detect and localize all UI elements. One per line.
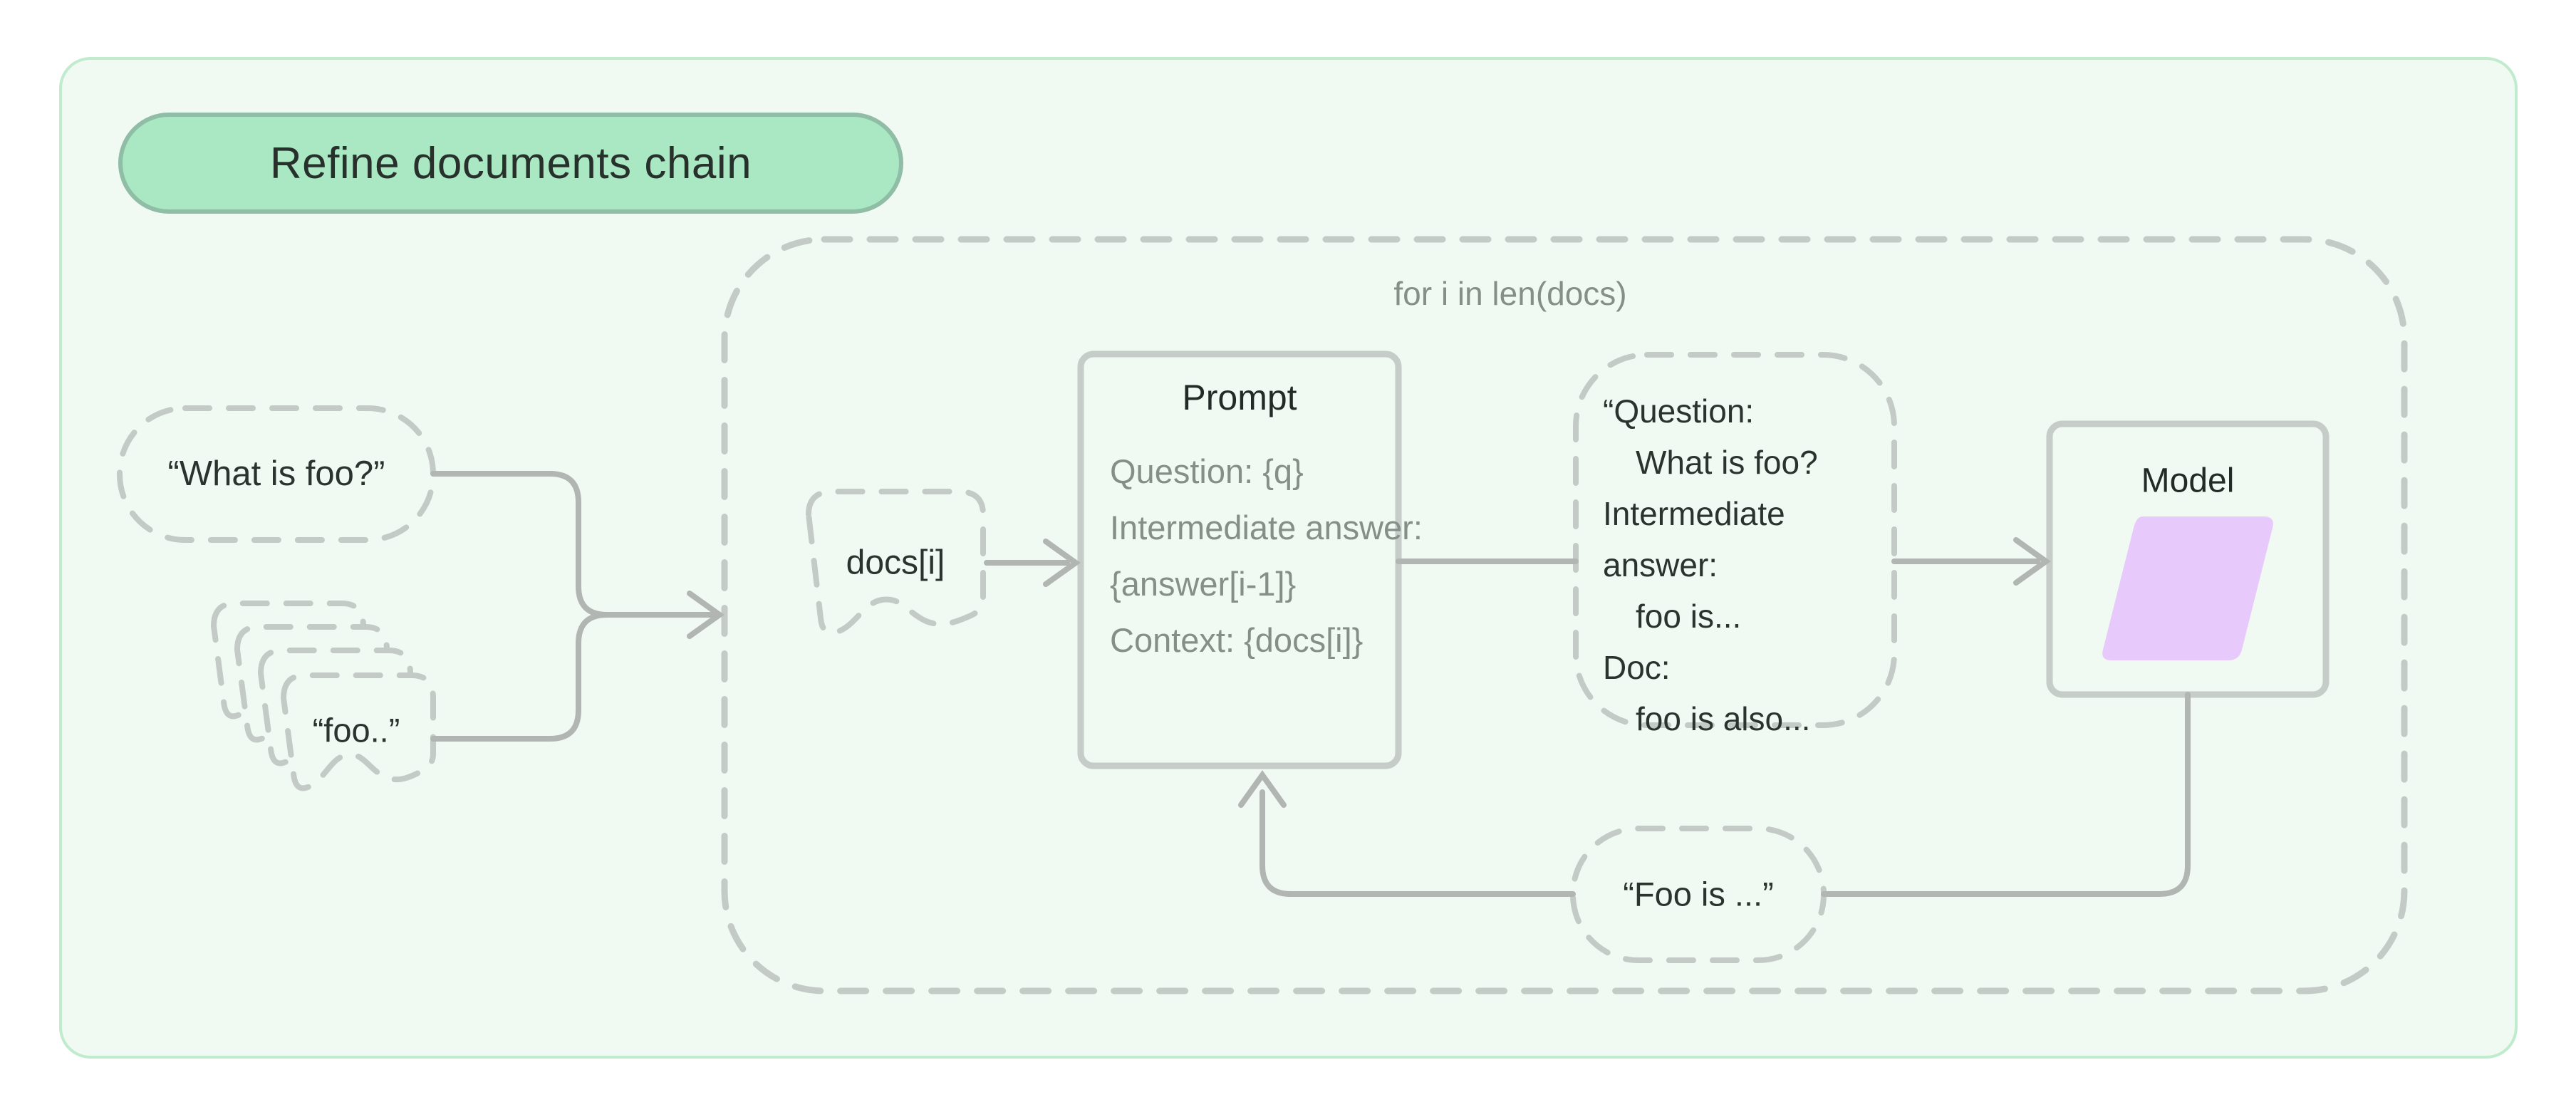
intermediate-output-line: Doc: — [1603, 649, 1671, 686]
arrowhead-into-model — [2013, 537, 2051, 586]
loop-label: for i in len(docs) — [1393, 275, 1627, 312]
arrowhead-into-loop — [687, 591, 724, 639]
intermediate-output-line: Intermediate — [1603, 495, 1785, 532]
connector-model-to-answer — [1821, 692, 2191, 897]
question-pill-label: “What is foo?” — [167, 454, 385, 493]
prompt-line: Intermediate answer: — [1110, 509, 1423, 546]
title-badge-label: Refine documents chain — [269, 138, 752, 188]
prompt-line: Context: {docs[i]} — [1110, 621, 1364, 659]
intermediate-output-outline — [1573, 352, 1897, 728]
prompt-line: Question: {q} — [1110, 452, 1304, 490]
arrowhead-into-prompt — [1043, 539, 1081, 587]
title-badge: Refine documents chain — [118, 113, 903, 214]
intermediate-output-text: “Question: What is foo? Intermediate ans… — [1603, 385, 1818, 744]
refined-answer-label: “Foo is ...” — [1623, 875, 1774, 913]
prompt-line: {answer[i-1]} — [1110, 565, 1297, 603]
intermediate-output-line: “Question: — [1603, 393, 1755, 430]
intermediate-output-line: answer: — [1603, 546, 1718, 583]
intermediate-output-line: What is foo? — [1636, 444, 1818, 481]
connector-docs-to-merge — [430, 612, 610, 742]
prompt-title: Prompt — [1182, 378, 1297, 417]
docs-stack-front-outline — [281, 672, 436, 791]
connector-answer-to-prompt-loop — [1260, 789, 1576, 897]
doc-item-outline — [806, 489, 986, 636]
intermediate-output-line: foo is... — [1636, 598, 1742, 635]
model-parallelogram — [2102, 516, 2273, 660]
intermediate-output-line: foo is also... — [1636, 700, 1811, 737]
arrowhead-loop-into-prompt — [1238, 770, 1287, 808]
doc-item-label: docs[i] — [846, 544, 945, 582]
model-label: Model — [2141, 462, 2235, 500]
docs-stack-label: “foo..” — [312, 711, 400, 749]
prompt-body: Question: {q} Intermediate answer: {answ… — [1110, 443, 1423, 668]
connector-question-to-merge — [430, 471, 610, 618]
loop-container-outline — [721, 236, 2408, 994]
